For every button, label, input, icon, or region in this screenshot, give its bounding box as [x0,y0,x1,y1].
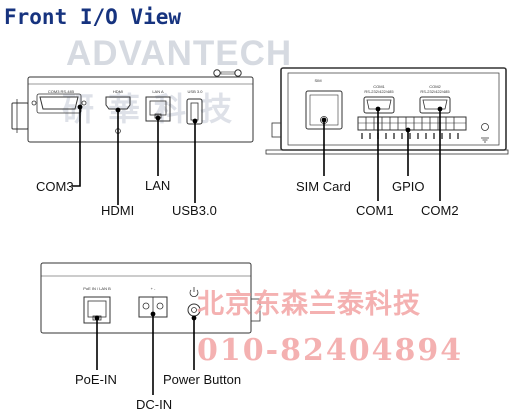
panel-c-right-bracket [250,298,261,322]
panel-c-leader-dots [94,311,197,321]
hdmi-port-label: HDMI [113,89,123,94]
gpio-terminal-block [357,116,467,139]
panel-a-screw-left [213,69,221,77]
callout-sim-card: SIM Card [296,179,351,194]
com2-port-label: COM2 [429,84,441,89]
callout-com2: COM2 [421,203,459,218]
callout-com1: COM1 [356,203,394,218]
panel-a-leader-dots [77,104,198,124]
com3-leader [72,108,81,187]
callout-usb3: USB3.0 [172,203,217,218]
lan-port-label: LAN A [152,89,164,94]
panel-a-screw-right [234,69,242,77]
com1-port [363,96,395,114]
panel-c-chassis [40,262,252,334]
com1-port-label: COM1 [373,84,385,89]
com2-port [419,96,451,114]
com3-port-label: COM3 RS-485 [48,89,75,94]
callout-power-button: Power Button [163,372,242,387]
callout-com3: COM3 [36,179,74,194]
front-panel-a [11,69,254,143]
usb-port-label: USB 3.0 [188,89,204,94]
com1-port-sublabel: RS-232/422/485 [364,89,394,94]
panel-a-leaders [72,108,196,205]
poe-port-label: PoE IN / LAN B [83,286,111,291]
advantech-watermark: ADVANTECH [66,34,293,73]
com2-port-sublabel: RS-232/422/485 [420,89,450,94]
callout-hdmi: HDMI [101,203,135,218]
callout-lan: LAN [145,178,171,193]
chinese-watermark-top: 研華科技 [62,90,247,128]
com3-port [31,93,87,114]
phone-watermark: 010-82404894 [197,333,464,368]
sim-port-label: SIM [314,78,321,83]
dc-port-label: + - [151,286,156,291]
panel-b-leaders [323,110,441,201]
callout-dc-in: DC-IN [136,397,173,412]
chinese-watermark-bottom: 北京东森兰泰科技 [197,289,421,320]
callout-poe-in: PoE-IN [75,372,117,387]
ground-screw [481,123,489,143]
panel-b-base [265,149,509,155]
panel-a-left-bracket [11,102,29,130]
callout-gpio: GPIO [392,179,425,194]
page-title: Front I/O View [4,5,182,29]
panel-b-left-bracket [271,122,282,138]
panel-b-leader-dots [321,106,443,133]
rear-panel-b [265,67,509,155]
panel-c-leaders [96,314,195,395]
